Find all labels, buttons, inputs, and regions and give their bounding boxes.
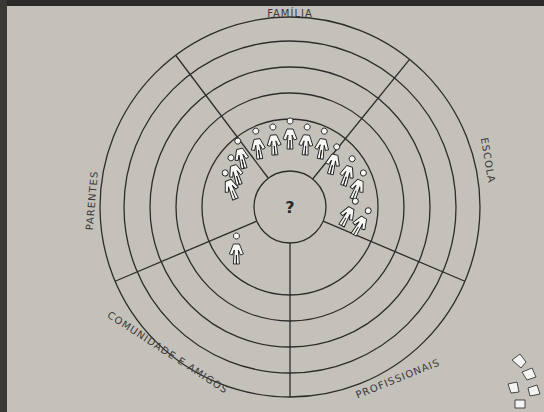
person-shape <box>313 127 331 160</box>
sector-line <box>289 243 290 397</box>
person-cutout <box>283 118 297 149</box>
rings <box>100 17 480 397</box>
photo-edge <box>0 0 7 412</box>
person-shape <box>324 142 345 175</box>
sector-line <box>323 221 465 281</box>
person-cutout <box>266 123 282 155</box>
sector-line <box>115 221 257 281</box>
person-cutout <box>346 167 371 201</box>
person-cutout <box>248 127 266 160</box>
person-shape <box>248 127 266 160</box>
sector-label: FAMÍLIA <box>267 8 313 19</box>
ring <box>100 17 480 397</box>
person-shape <box>346 167 371 201</box>
center-mark: ? <box>285 198 294 217</box>
person-cutout <box>298 123 314 155</box>
ring <box>254 171 326 243</box>
person-shape <box>230 137 251 170</box>
person-shape <box>298 123 314 155</box>
person-shape <box>283 118 297 149</box>
person-shape <box>266 123 282 155</box>
sector-line <box>176 55 269 178</box>
person-cutouts <box>218 118 376 264</box>
person-shape <box>348 205 376 239</box>
person-cutout <box>230 137 251 170</box>
person-cutout <box>313 127 331 160</box>
person-shape <box>229 233 243 264</box>
sector-line <box>313 59 410 179</box>
corner-cutouts <box>508 354 540 408</box>
person-cutout <box>348 205 376 239</box>
person-cutout <box>324 142 345 175</box>
photo-edge <box>0 0 544 6</box>
person-cutout <box>229 233 243 264</box>
